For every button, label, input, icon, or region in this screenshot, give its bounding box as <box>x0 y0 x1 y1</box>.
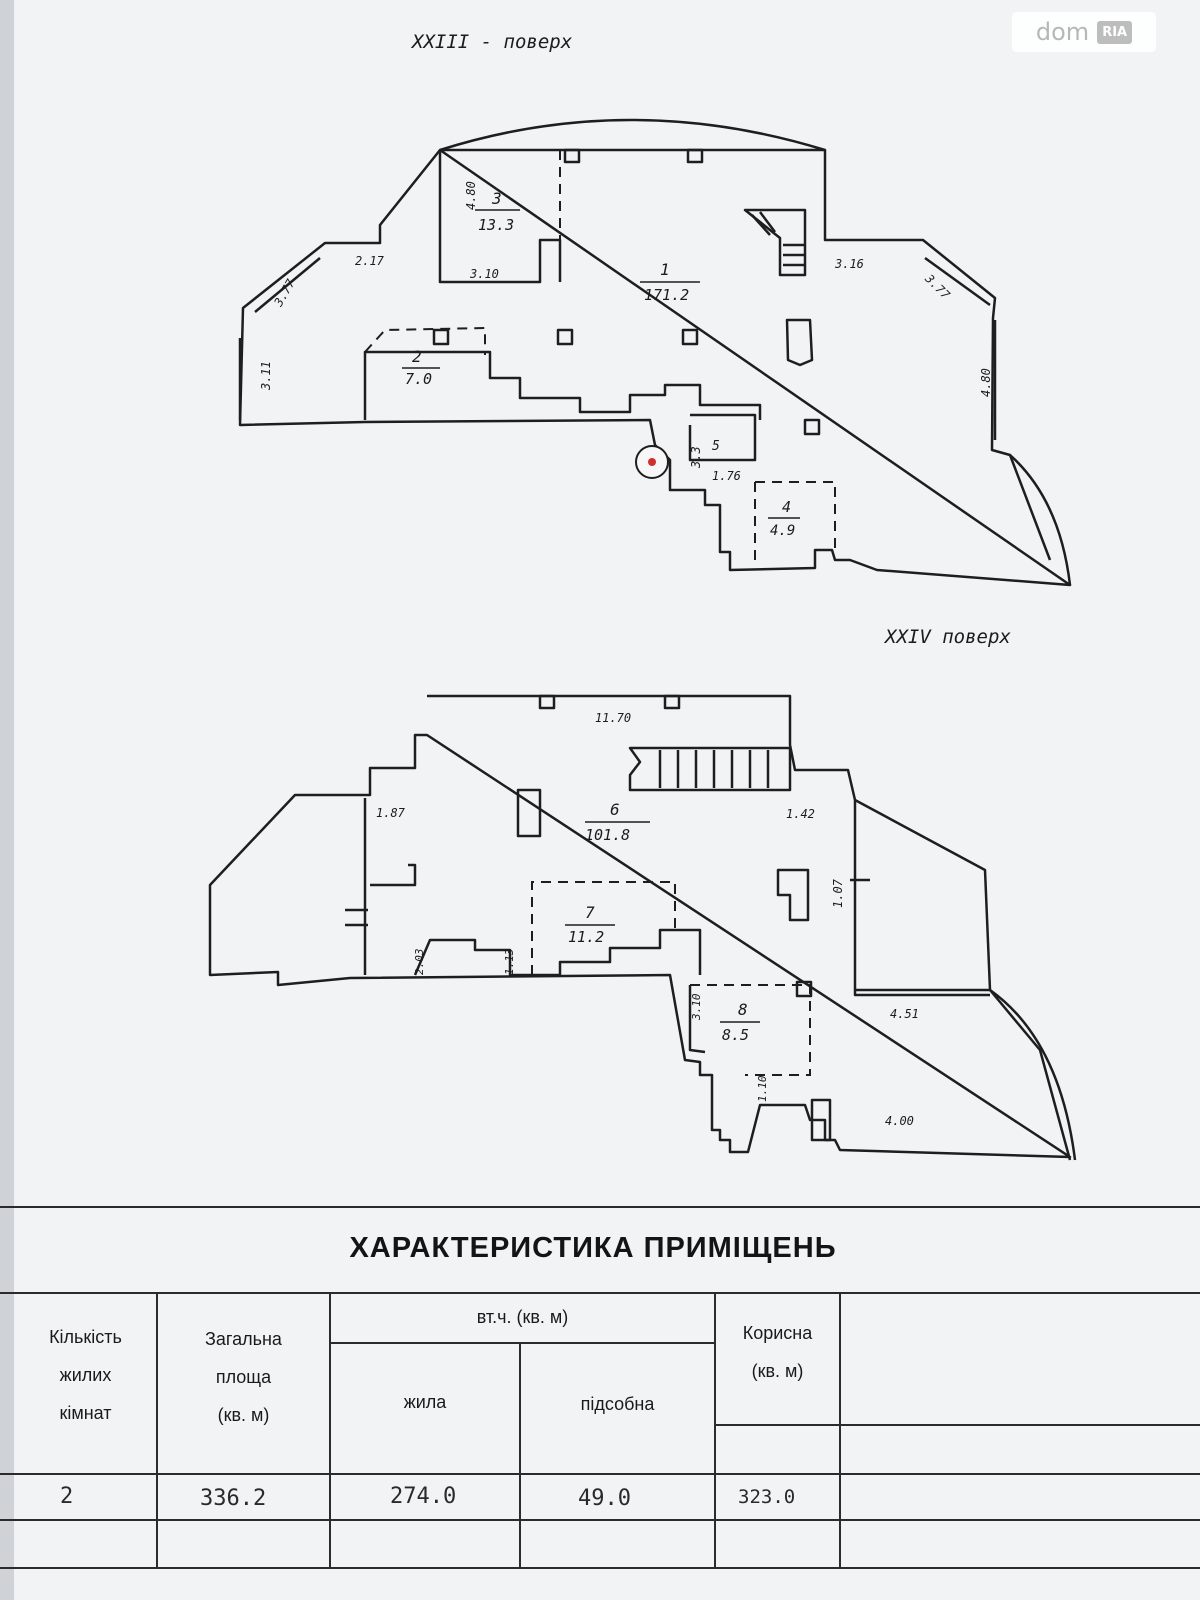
dimension-label: 2.03 <box>413 949 426 976</box>
room-area: 8.5 <box>722 1026 749 1044</box>
header-total-line: площа <box>215 1367 272 1387</box>
dimension-label: 4.51 <box>890 1007 919 1021</box>
room-area: 101.8 <box>585 826 630 844</box>
room-area: 11.2 <box>568 928 604 946</box>
header-living: жила <box>403 1392 447 1412</box>
room-number: 3 <box>491 189 502 208</box>
watermark-brand: dom <box>1035 18 1090 46</box>
watermark-badge: RIA <box>1097 20 1133 44</box>
table-title: ХАРАКТЕРИСТИКА ПРИМІЩЕНЬ <box>349 1232 837 1264</box>
room-number: 5 <box>712 439 720 454</box>
header-rooms-line: жилих <box>59 1365 112 1385</box>
header-total-area: Загальна площа (кв. м) <box>157 1320 330 1434</box>
value-living: 274.0 <box>390 1484 457 1509</box>
dimension-label: 4.80 <box>979 368 993 397</box>
dimension-label: 3.16 <box>834 257 864 271</box>
room-number: 8 <box>738 1000 748 1019</box>
room-number: 1 <box>660 260 670 279</box>
room-area: 4.9 <box>770 523 795 539</box>
dimension-label: 3.10 <box>469 267 499 281</box>
room-area: 13.3 <box>478 216 514 234</box>
room-number: 6 <box>610 800 620 819</box>
room-number: 4 <box>782 498 791 516</box>
value-auxiliary: 49.0 <box>578 1486 631 1511</box>
floor-24-label: XXIV поверх <box>883 626 1011 648</box>
header-auxiliary: підсобна <box>580 1394 655 1414</box>
header-including: вт.ч. (кв. м) <box>476 1307 569 1327</box>
dimension-label: 4.80 <box>464 181 478 210</box>
floor-23-outline <box>238 148 1072 587</box>
dimension-label: 3.10 <box>690 993 703 1021</box>
header-rooms-line: кімнат <box>59 1403 112 1423</box>
dimension-label: 3.11 <box>259 361 273 391</box>
dimension-label: 4.00 <box>885 1114 914 1128</box>
value-useful: 323.0 <box>738 1486 796 1508</box>
floor-plans: XXIII - поверх XXIV поверх 3 13.3 1 171.… <box>208 31 1077 1161</box>
floor-23-balcony-arc <box>1009 454 1072 586</box>
value-total-area: 336.2 <box>200 1486 267 1511</box>
floor-23-label: XXIII - поверх <box>410 31 573 53</box>
room-area: 3.3 <box>689 446 703 469</box>
room-number: 7 <box>585 903 595 922</box>
dimension-label: 1.13 <box>503 949 516 976</box>
room-number: 2 <box>412 347 422 366</box>
dimension-label: 11.70 <box>595 711 631 725</box>
dimension-label: 2.17 <box>355 254 385 268</box>
floor-24-outline <box>208 694 1072 1161</box>
value-rooms: 2 <box>60 1484 74 1509</box>
dimension-label: 1.42 <box>786 807 815 821</box>
room-area: 7.0 <box>405 370 432 388</box>
header-rooms-line: Кількість <box>49 1327 122 1347</box>
watermark-logo: dom RIA <box>1012 12 1156 52</box>
header-total-line: Загальна <box>205 1329 282 1349</box>
header-rooms: Кількість жилих кімнат <box>14 1318 157 1432</box>
header-total-line: (кв. м) <box>217 1405 270 1425</box>
dimension-label: 1.87 <box>376 806 406 820</box>
floor-24-balcony-arc <box>989 988 1077 1161</box>
dimension-label: 1.10 <box>756 1075 769 1102</box>
room-area: 171.2 <box>644 286 689 304</box>
header-useful-line: (кв. м) <box>751 1361 804 1381</box>
header-useful: Корисна (кв. м) <box>715 1314 840 1390</box>
dimension-label: 1.07 <box>831 878 845 908</box>
header-useful-line: Корисна <box>742 1323 813 1343</box>
floor-23-roof-arc <box>439 118 826 152</box>
dimension-label: 1.76 <box>712 469 741 483</box>
